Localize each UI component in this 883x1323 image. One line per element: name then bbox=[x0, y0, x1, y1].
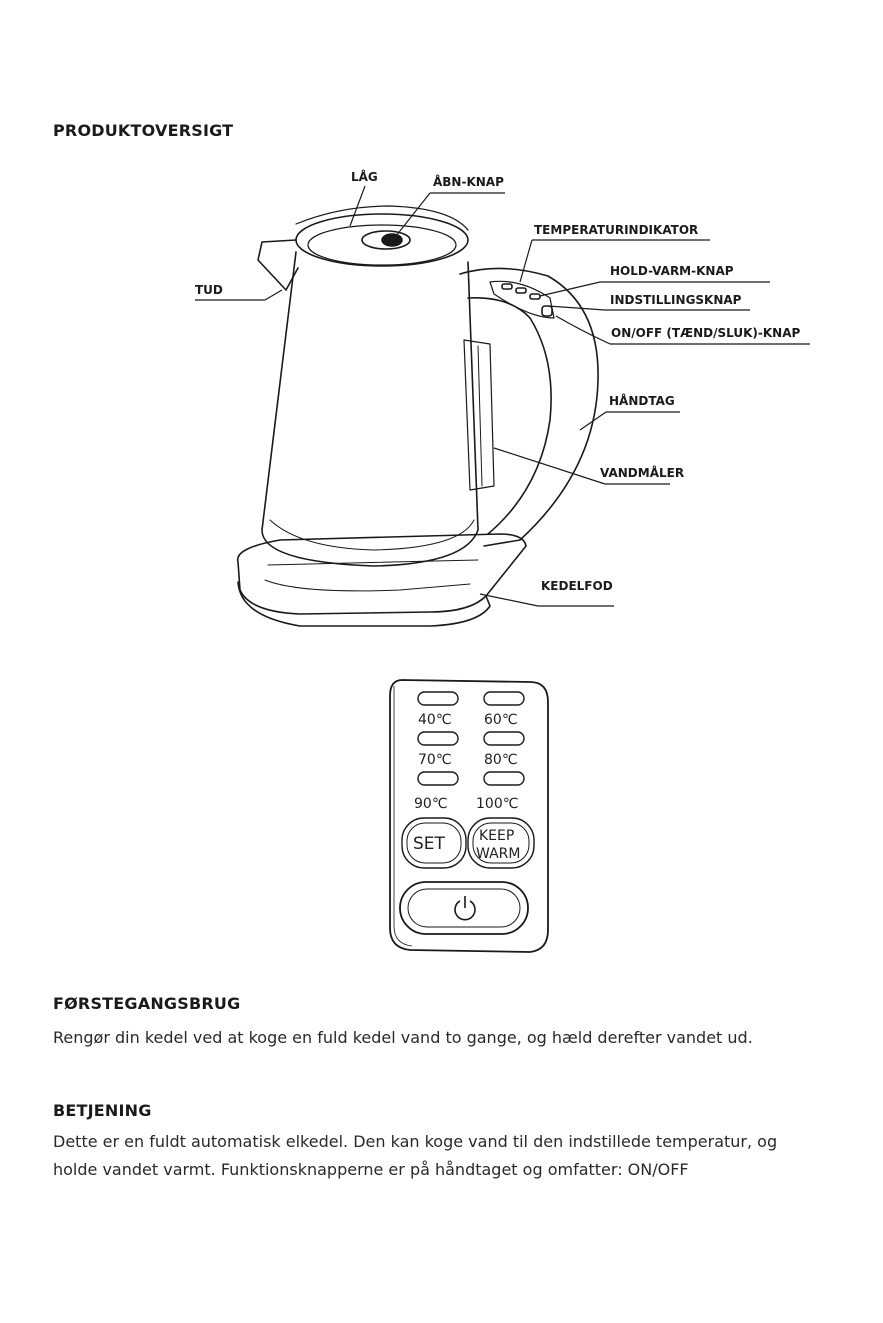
set-button[interactable] bbox=[401, 817, 467, 869]
indicator-90 bbox=[417, 771, 459, 786]
power-button[interactable] bbox=[399, 881, 529, 935]
temp-label-40: 40℃ bbox=[418, 712, 452, 728]
control-panel-diagram: 40℃ 60℃ 70℃ 80℃ 90℃ 100℃ SET KEEP WARM bbox=[389, 679, 549, 953]
indicator-60 bbox=[483, 691, 525, 706]
label-keep-warm-button: HOLD-VARM-KNAP bbox=[610, 264, 734, 278]
operation-text-line-2: holde vandet varmt. Funktionsknapperne e… bbox=[53, 1160, 689, 1179]
label-base: KEDELFOD bbox=[541, 579, 613, 593]
label-spout: TUD bbox=[195, 283, 223, 297]
indicator-100 bbox=[483, 771, 525, 786]
temp-label-60: 60℃ bbox=[484, 712, 518, 728]
set-button-label: SET bbox=[413, 834, 446, 854]
first-use-text: Rengør din kedel ved at koge en fuld ked… bbox=[53, 1028, 753, 1047]
label-water-gauge: VANDMÅLER bbox=[600, 465, 684, 480]
indicator-40 bbox=[417, 691, 459, 706]
temp-label-80: 80℃ bbox=[484, 752, 518, 768]
keep-warm-label-1: KEEP bbox=[479, 828, 514, 844]
section-title-first-use: FØRSTEGANGSBRUG bbox=[53, 994, 241, 1013]
section-title-product-overview: PRODUKTOVERSIGT bbox=[53, 121, 234, 140]
indicator-80 bbox=[483, 731, 525, 746]
label-setting-button: INDSTILLINGSKNAP bbox=[610, 293, 742, 307]
indicator-70 bbox=[417, 731, 459, 746]
section-title-operation: BETJENING bbox=[53, 1101, 152, 1120]
label-handle: HÅNDTAG bbox=[609, 393, 675, 408]
keep-warm-button[interactable] bbox=[467, 817, 535, 869]
operation-text-line-1: Dette er en fuldt automatisk elkedel. De… bbox=[53, 1132, 778, 1151]
temp-label-70: 70℃ bbox=[418, 752, 452, 768]
label-temperature-indicator: TEMPERATURINDIKATOR bbox=[534, 223, 698, 237]
keep-warm-label-2: WARM bbox=[476, 846, 520, 862]
power-icon bbox=[454, 896, 476, 921]
temp-label-100: 100℃ bbox=[476, 796, 518, 812]
kettle-diagram: LÅG ÅBN-KNAP TEMPERATURINDIKATOR HOLD-VA… bbox=[195, 169, 810, 627]
label-onoff-button: ON/OFF (TÆND/SLUK)-KNAP bbox=[611, 326, 800, 340]
temp-label-90: 90℃ bbox=[414, 796, 448, 812]
label-lid: LÅG bbox=[351, 169, 378, 184]
label-open-button: ÅBN-KNAP bbox=[433, 174, 504, 189]
